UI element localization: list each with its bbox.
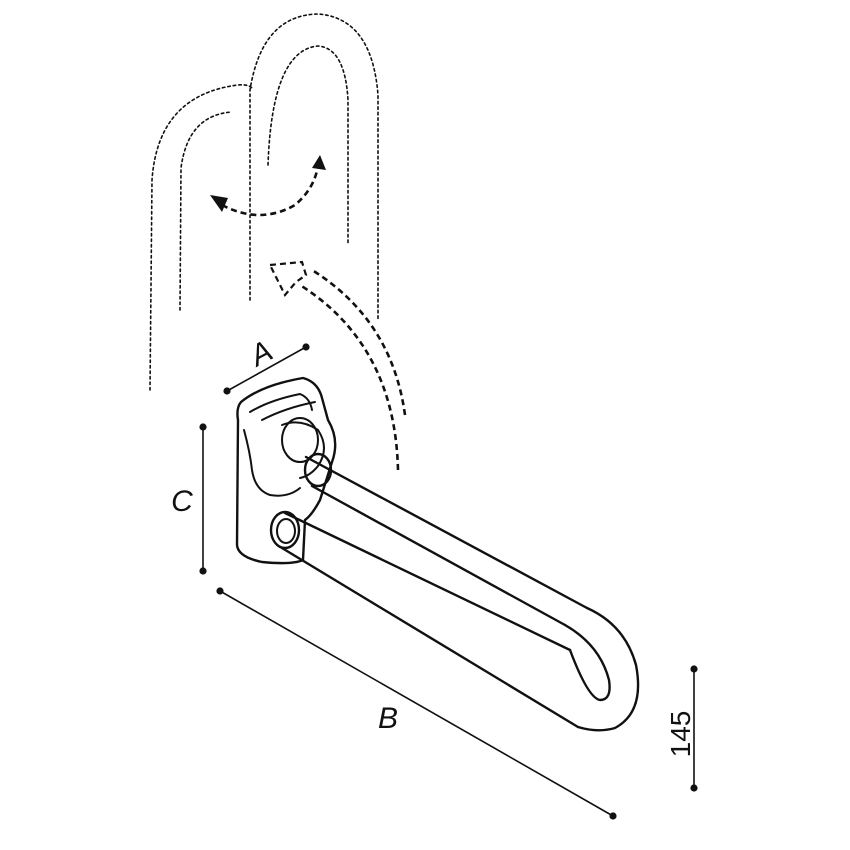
raised-position-outline [149, 13, 379, 391]
dimension-b-label: B [378, 702, 398, 735]
rotation-arrowhead-right [312, 155, 326, 170]
dimension-a: A [223, 334, 310, 395]
dimension-a-start-dot [223, 387, 231, 395]
lift-arrow [268, 260, 407, 471]
rotation-arrowhead-left [210, 195, 228, 212]
dimension-145-start-dot [690, 665, 698, 673]
dimension-c-label: C [171, 485, 193, 518]
dimension-b-start-dot [216, 587, 224, 595]
dimension-a-label: A [243, 334, 278, 373]
dimension-145-end-dot [690, 784, 698, 792]
dimension-145: 145 [665, 665, 698, 792]
dimension-c-start-dot [199, 423, 207, 431]
dimension-c: C [171, 423, 207, 575]
dimension-b: B [216, 587, 617, 820]
wall-plate [235, 376, 337, 565]
dimension-b-end-dot [609, 812, 617, 820]
dimension-145-label: 145 [665, 711, 696, 758]
dimension-c-end-dot [199, 567, 207, 575]
grab-bar [269, 452, 640, 732]
rotation-arrow [210, 155, 326, 217]
dimension-a-end-dot [302, 343, 310, 351]
